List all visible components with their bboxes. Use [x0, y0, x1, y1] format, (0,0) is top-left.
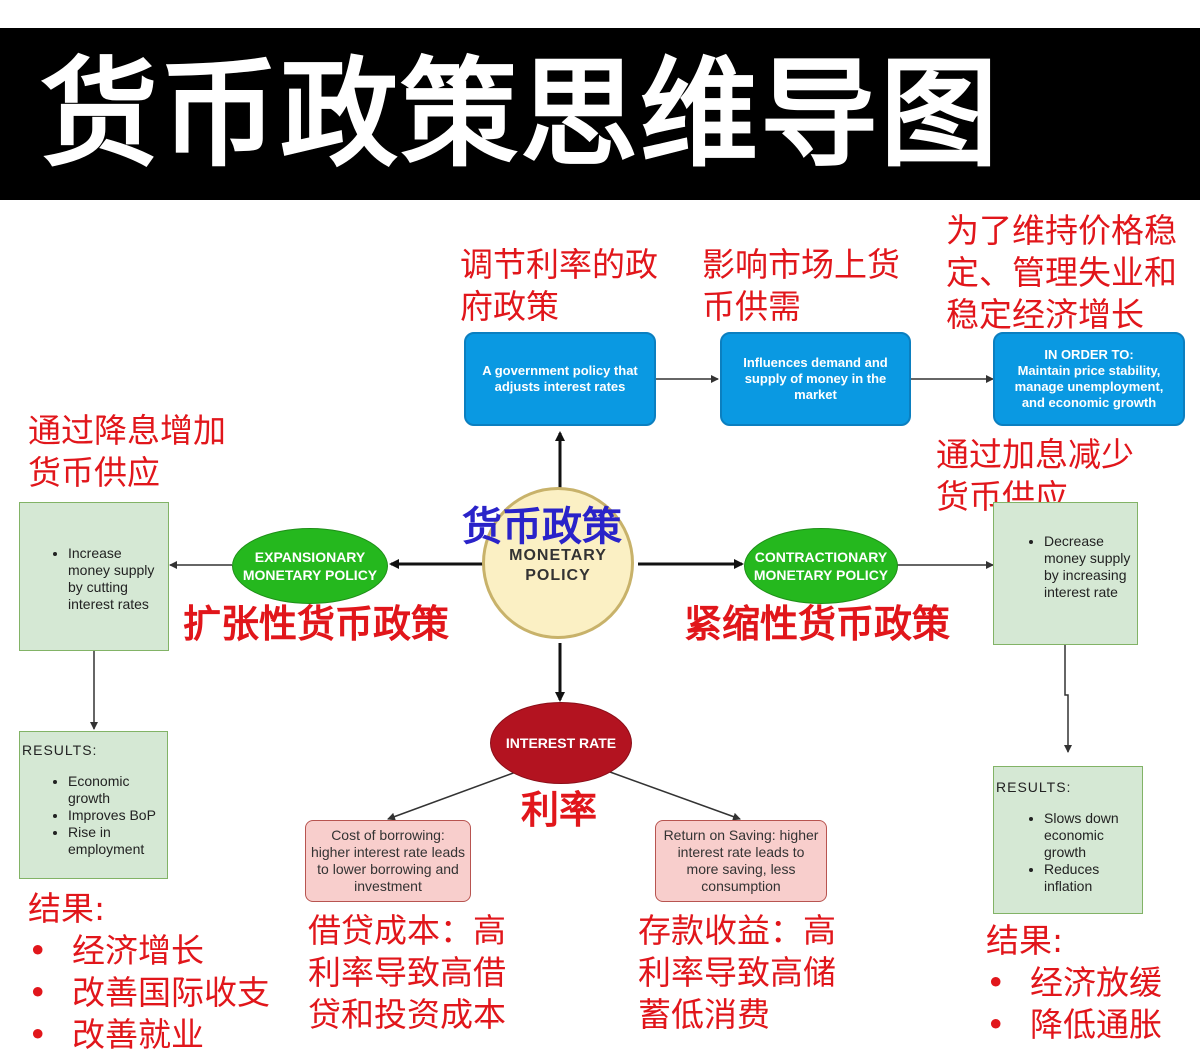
interest-rate-zh: 利率 [521, 788, 598, 832]
contractionary-node: CONTRACTIONARY MONETARY POLICY [744, 528, 898, 604]
definition-zh: 调节利率的政府政策 [460, 245, 658, 326]
expansion-action-zh: 通过降息增加货币供应 [28, 411, 226, 492]
contraction-results-box: RESULTS: Slows down economic growth Redu… [993, 766, 1143, 914]
center-zh: 货币政策 [462, 504, 622, 550]
expansion-results-box: RESULTS: Economic growth Improves BoP Ri… [19, 731, 168, 879]
expansion-result-zh-item: 改善国际收支 [28, 972, 298, 1014]
title-bar [0, 28, 1200, 200]
contraction-result-item: Slows down economic growth [1044, 810, 1142, 861]
influence-en: Influences demand and supply of money in… [743, 355, 888, 402]
definition-en: A government policy that adjusts interes… [482, 363, 638, 394]
expansionary-node: EXPANSIONARY MONETARY POLICY [232, 528, 388, 604]
borrowing-box: Cost of borrowing: higher interest rate … [305, 820, 471, 902]
saving-en: Return on Saving: higher interest rate l… [663, 827, 819, 894]
center-en: MONETARY POLICY [509, 547, 607, 584]
borrowing-en: Cost of borrowing: higher interest rate … [310, 827, 466, 894]
influence-zh: 影响市场上货币供需 [702, 245, 900, 326]
edge-interest-saving [609, 771, 741, 821]
expansion-result-item: Rise in employment [68, 824, 167, 858]
purpose-heading: IN ORDER TO: [1044, 347, 1134, 362]
contraction-result-item: Reduces inflation [1044, 861, 1142, 895]
center-node: MONETARY POLICY [482, 487, 634, 639]
contraction-action-item: Decrease money supply by increasing inte… [1044, 533, 1133, 601]
contraction-result-zh-item: 降低通胀 [986, 1004, 1186, 1046]
expansion-result-zh-item: 改善就业 [28, 1014, 298, 1056]
expansionary-label: EXPANSIONARY MONETARY POLICY [242, 549, 378, 583]
expansion-result-item: Economic growth [68, 773, 167, 807]
saving-zh: 存款收益：高利率导致高储蓄低消费 [638, 911, 836, 1034]
contraction-results-zh: 结果: 经济放缓 降低通胀 [986, 920, 1186, 1046]
purpose-zh: 为了维持价格稳定、管理失业和稳定经济增长 [946, 211, 1177, 334]
contraction-result-zh-item: 经济放缓 [986, 962, 1186, 1004]
contraction-results-zh-label: 结果: [986, 921, 1064, 960]
influence-box: Influences demand and supply of money in… [720, 332, 911, 426]
edge-interest-borrowing [387, 771, 517, 821]
purpose-box: IN ORDER TO: Maintain price stability, m… [993, 332, 1185, 426]
expansionary-zh: 扩张性货币政策 [183, 602, 450, 646]
expansion-results-zh: 结果: 经济增长 改善国际收支 改善就业 [28, 888, 298, 1056]
saving-box: Return on Saving: higher interest rate l… [655, 820, 827, 902]
expansion-action-box: Increase money supply by cutting interes… [19, 502, 169, 651]
interest-rate-label: INTEREST RATE [505, 735, 617, 751]
expansion-result-zh-item: 经济增长 [28, 930, 298, 972]
contraction-action-box: Decrease money supply by increasing inte… [993, 502, 1138, 645]
interest-rate-node: INTEREST RATE [490, 702, 632, 784]
page-title: 货币政策思维导图 [40, 45, 1001, 183]
contractionary-label: CONTRACTIONARY MONETARY POLICY [753, 549, 889, 583]
contractionary-zh: 紧缩性货币政策 [684, 602, 951, 646]
borrowing-zh: 借贷成本：高利率导致高借贷和投资成本 [308, 911, 506, 1034]
edge-contraction-results [1064, 645, 1072, 753]
expansion-result-item: Improves BoP [68, 807, 167, 824]
purpose-en: Maintain price stability, manage unemplo… [1014, 363, 1164, 410]
expansion-results-zh-label: 结果: [28, 889, 106, 928]
expansion-results-label: RESULTS: [22, 742, 98, 758]
contraction-results-label: RESULTS: [996, 779, 1072, 795]
expansion-action-item: Increase money supply by cutting interes… [68, 545, 164, 613]
definition-box: A government policy that adjusts interes… [464, 332, 656, 426]
